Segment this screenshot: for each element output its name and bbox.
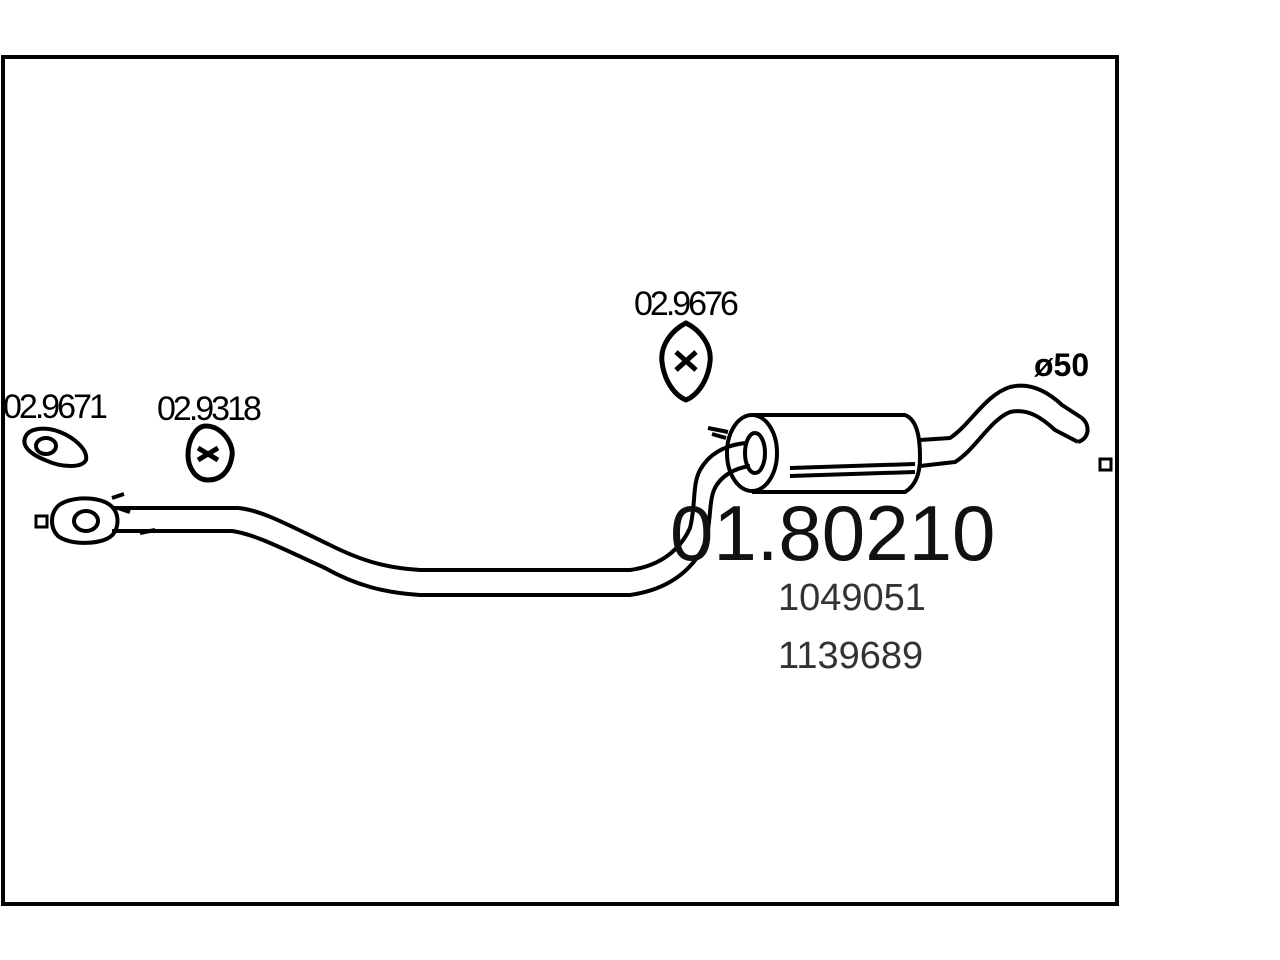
oe-number-1: 1049051 — [778, 577, 926, 619]
oe-number-2: 1139689 — [778, 635, 923, 677]
diagram-frame — [1, 55, 1119, 906]
rubber-mount-front-part-number: 02.9318 — [157, 390, 261, 428]
gasket-icon — [22, 426, 89, 468]
rear-end-marker — [1098, 457, 1113, 472]
main-part-number: 01.80210 — [670, 489, 995, 577]
gasket-part-number: 02.9671 — [3, 388, 107, 426]
rubber-mount-rear-part-number: 02.9676 — [634, 285, 738, 323]
exhaust-pipe — [112, 441, 751, 597]
rubber-mount-rear-icon — [659, 320, 713, 403]
diameter-label: ø50 — [1034, 347, 1089, 383]
rubber-mount-front-icon — [185, 423, 235, 483]
tailpipe — [919, 383, 1090, 468]
front-end-marker — [34, 514, 49, 529]
muffler — [707, 413, 923, 494]
front-flange — [50, 492, 156, 545]
